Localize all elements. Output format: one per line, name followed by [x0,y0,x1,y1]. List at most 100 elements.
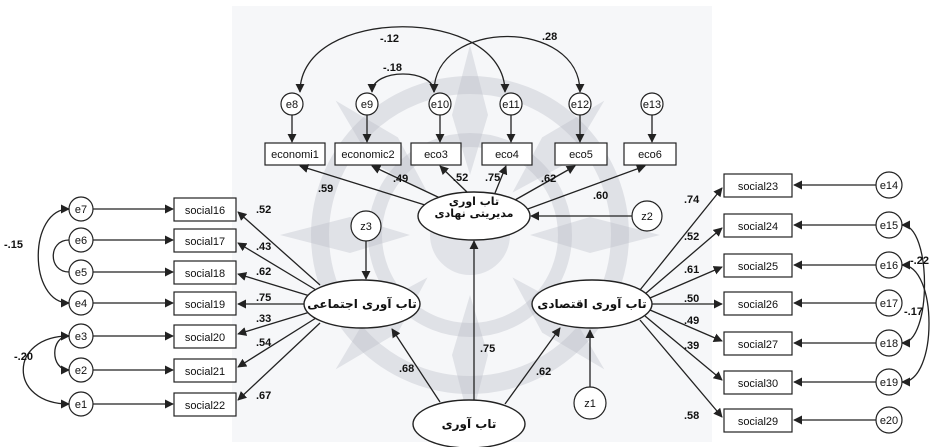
indicator-eco3: eco3 [410,142,462,166]
svg-text:eco3: eco3 [424,149,448,161]
indicator-eco5: eco5 [554,142,608,166]
svg-text:economic2: economic2 [341,149,394,161]
error-e18: e18 [875,329,903,357]
latent-institutional: تاب آوری مدیریتی نهادی [417,191,531,241]
svg-text:social24: social24 [738,221,778,233]
loading-social30: .39 [684,340,699,352]
svg-text:e12: e12 [571,99,589,111]
loading-social19: .75 [256,292,271,304]
error-e3: e3 [68,323,94,349]
svg-text:تاب آوری اجتماعی: تاب آوری اجتماعی [307,296,416,312]
svg-text:تاب آوری: تاب آوری [442,416,497,432]
error-e4: e4 [68,290,94,316]
loading-social16: .52 [256,204,271,216]
svg-text:eco4: eco4 [495,149,519,161]
svg-text:social18: social18 [185,268,225,280]
error-e6: e6 [68,227,94,253]
indicator-economi1: economi1 [264,142,326,166]
svg-text:e16: e16 [880,260,898,272]
error-e10: e10 [428,92,452,116]
error-e15: e15 [875,211,903,239]
svg-text:eco5: eco5 [569,149,593,161]
indicator-social26: social26 [723,291,793,316]
cov-label-e3-e1: -.20 [14,351,33,363]
indicator-social21: social21 [173,358,237,383]
svg-text:e2: e2 [75,365,87,377]
svg-text:e7: e7 [75,204,87,216]
error-e9: e9 [355,92,379,116]
error-e5: e5 [68,259,94,285]
svg-text:تاب آوری اقتصادی: تاب آوری اقتصادی [537,296,646,312]
svg-text:z3: z3 [360,221,372,233]
indicator-social19: social19 [173,291,237,316]
loading-eco6: .60 [593,190,608,202]
loading-social23: .74 [684,194,700,206]
error-e20: e20 [875,406,903,434]
svg-text:e11: e11 [502,99,520,111]
loading-eco3: .52 [453,172,468,184]
indicator-social17: social17 [173,228,237,253]
indicator-social20: social20 [173,324,237,349]
loading-social29: .58 [684,410,699,422]
cov-e9-e10 [367,73,439,93]
svg-text:social21: social21 [185,366,225,378]
loading-social17: .43 [256,241,271,253]
indicator-eco6: eco6 [623,142,677,166]
svg-text:e13: e13 [643,99,661,111]
svg-text:z1: z1 [584,398,596,410]
disturbance-z2: z2 [631,200,663,232]
cov-label-e16-e19: -.17 [904,306,923,318]
svg-text:e19: e19 [880,377,898,389]
svg-text:e4: e4 [75,298,87,310]
svg-text:social22: social22 [185,400,225,412]
indicator-social16: social16 [173,197,237,222]
error-e8: e8 [280,92,304,116]
svg-text:e1: e1 [75,399,87,411]
loading-economic2: .49 [393,173,408,185]
error-e17: e17 [875,289,903,317]
loading-economi1: .59 [318,183,333,195]
loading-social22: .67 [256,390,271,402]
svg-text:e10: e10 [431,99,449,111]
svg-text:e8: e8 [286,99,298,111]
error-e19: e19 [875,368,903,396]
svg-text:social25: social25 [738,261,778,273]
svg-text:e6: e6 [75,235,87,247]
svg-text:e17: e17 [880,298,898,310]
svg-text:e18: e18 [880,338,898,350]
cov-label-e10-e13: .28 [542,31,557,43]
indicator-social23: social23 [723,173,793,198]
svg-text:social17: social17 [185,236,225,248]
latent-economic: تاب آوری اقتصادی [531,279,653,329]
disturbance-z3: z3 [350,210,382,242]
indicator-social25: social25 [723,253,793,278]
cov-e15-e18 [901,220,926,348]
cov-label-e15-e18: -.22 [910,255,929,267]
svg-text:social19: social19 [185,299,225,311]
loading-social18: .62 [256,266,271,278]
cov-e16-e19 [901,260,930,387]
cov-label-e8-e11: -.12 [380,33,399,45]
svg-text:eco6: eco6 [638,149,662,161]
loading-social20: .33 [256,313,271,325]
loading-social26: .50 [684,293,699,305]
indicator-social24: social24 [723,213,793,238]
disturbance-z1: z1 [573,386,607,420]
indicator-social30: social30 [723,370,793,395]
cov-label-e9-e10: -.18 [383,62,402,74]
cov-e10-e13 [429,35,585,93]
error-e13: e13 [640,92,664,116]
svg-text:social23: social23 [738,181,778,193]
cov-label-e7-e4: -.15 [4,239,23,251]
indicator-eco4: eco4 [481,142,533,166]
svg-text:social20: social20 [185,332,225,344]
indicator-economic2: economic2 [334,142,402,166]
svg-text:e5: e5 [75,267,87,279]
indicator-social18: social18 [173,260,237,285]
cov-e3-e1 [22,331,70,409]
svg-text:e20: e20 [880,415,898,427]
svg-text:social29: social29 [738,416,778,428]
error-e2: e2 [68,357,94,383]
latent-resilience: تاب آوری [412,399,526,447]
